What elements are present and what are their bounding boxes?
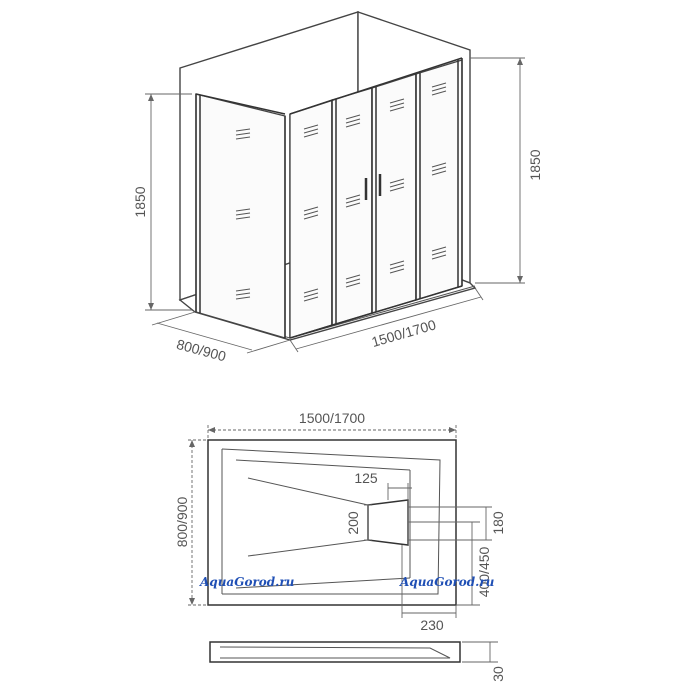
tray-side-inner [219, 646, 451, 659]
dim-tray-depth [188, 439, 206, 606]
drain-channel [367, 499, 409, 546]
tray-slope-4 [247, 477, 369, 506]
tray-height-label: 30 [490, 666, 506, 682]
tray-slope-3 [235, 577, 411, 589]
front-fixed-panel-right [415, 59, 463, 301]
tray-slope-5 [247, 539, 369, 557]
tray-slope-1 [235, 459, 411, 471]
front-door-left [331, 87, 373, 326]
tray-inner-top [221, 448, 441, 595]
top-rail-side [195, 93, 286, 115]
bottom-rail [289, 285, 463, 339]
drain-200-label: 200 [345, 511, 361, 535]
dim-height-left [145, 93, 192, 311]
dim-tray-width [207, 425, 457, 438]
dim-depth-3d [151, 311, 291, 354]
drain-400-450-label: 400/450 [476, 546, 492, 597]
frosted-pattern-marks [235, 82, 447, 302]
enclosure-3d-view: 1850 1850 800/900 1500/1700 [132, 11, 543, 365]
tray-plan-view: 1500/1700 800/900 125 200 [174, 410, 506, 633]
drain-125-label: 125 [354, 470, 378, 486]
tray-side-profile [209, 641, 461, 663]
dim-drain-200 [364, 504, 372, 541]
height-right-label: 1850 [527, 149, 543, 180]
width-3d-label: 1500/1700 [370, 316, 438, 350]
dim-drain-180 [408, 506, 492, 541]
tray-outline [207, 439, 457, 606]
dim-tray-height [462, 641, 498, 663]
dim-drain-230 [401, 545, 457, 618]
tray-width-label: 1500/1700 [299, 410, 365, 426]
height-left-label: 1850 [132, 186, 148, 217]
tray-depth-label: 800/900 [174, 496, 190, 547]
top-rail [289, 57, 463, 115]
dim-width-3d [289, 287, 484, 353]
dim-drain-400-450 [408, 521, 480, 606]
drain-230-label: 230 [420, 617, 444, 633]
drain-180-label: 180 [490, 511, 506, 535]
dim-height-right [470, 57, 525, 284]
tray-side-view: 30 [209, 641, 506, 682]
watermark-left: AquaGorod.ru [199, 575, 295, 589]
depth-3d-label: 800/900 [175, 336, 228, 365]
front-fixed-panel-left [289, 99, 333, 339]
watermark-right: AquaGorod.ru [399, 575, 495, 589]
dim-drain-125 [387, 483, 412, 500]
